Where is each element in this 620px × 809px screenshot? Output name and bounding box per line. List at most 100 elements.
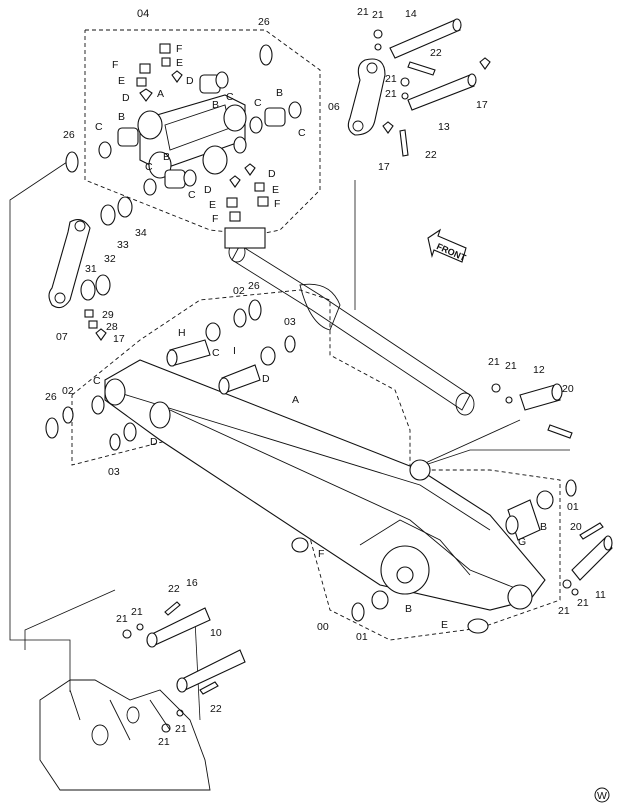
fitting-17-c <box>95 328 107 341</box>
nut-21-g <box>562 579 572 589</box>
label-21-h: 21 <box>577 597 589 609</box>
label-33: 33 <box>117 239 129 251</box>
o-ring-26-left <box>65 151 79 173</box>
boom-00 <box>104 359 546 611</box>
bolt-22-bottom-a <box>164 601 181 616</box>
label-03-upper: 03 <box>284 316 296 328</box>
washer-31 <box>80 279 96 301</box>
label-00: 00 <box>317 621 329 633</box>
label-01-right: 01 <box>567 501 579 513</box>
label-c-2: C <box>254 97 262 109</box>
arm-cylinder <box>228 241 475 416</box>
label-d-3: D <box>268 168 276 180</box>
label-21-k: 21 <box>158 736 170 748</box>
nut-21-l <box>176 709 184 717</box>
label-22-mid: 22 <box>425 149 437 161</box>
label-12: 12 <box>533 364 545 376</box>
label-11: 11 <box>595 589 606 601</box>
o-ring-26-top <box>259 44 273 66</box>
label-e-2: E <box>118 75 125 87</box>
pin-11 <box>571 535 613 581</box>
bushing-f <box>291 537 309 553</box>
label-i: I <box>233 345 236 357</box>
label-21-f: 21 <box>505 360 517 372</box>
label-28: 28 <box>106 321 118 333</box>
label-21-b: 21 <box>372 9 384 21</box>
nut-21-f <box>505 396 513 404</box>
label-26-left: 26 <box>63 129 75 141</box>
label-f-3: F <box>274 198 280 210</box>
label-17-c: 17 <box>113 333 125 345</box>
label-d-2: D <box>186 75 194 87</box>
label-17-b: 17 <box>378 161 390 173</box>
washer-32 <box>95 274 111 296</box>
fitting-17-a <box>479 57 491 70</box>
nut-21-e <box>491 383 501 393</box>
label-21-a: 21 <box>357 6 369 18</box>
nut-21-d <box>401 92 409 100</box>
label-01-bottom: 01 <box>356 631 368 643</box>
label-20-top: 20 <box>562 383 574 395</box>
label-29: 29 <box>102 309 114 321</box>
label-f-2: F <box>112 59 118 71</box>
label-20-bottom: 20 <box>570 521 582 533</box>
leader-line-bottom <box>24 589 116 650</box>
label-d-4: D <box>204 184 212 196</box>
bushing-b-bottom <box>371 590 389 610</box>
pin-16 <box>146 607 211 648</box>
washer-34 <box>117 196 133 218</box>
front-arrow: FRONT <box>427 228 468 263</box>
label-21-d: 21 <box>385 88 397 100</box>
label-b-5: B <box>540 521 547 533</box>
watermark-logo: W <box>594 787 610 803</box>
label-21-c: 21 <box>385 73 397 85</box>
pin-14 <box>389 18 462 59</box>
link-07 <box>48 219 91 309</box>
label-d-5: D <box>262 373 270 385</box>
label-b-4: B <box>163 151 170 163</box>
part-29 <box>84 309 94 318</box>
label-26-top: 26 <box>258 16 270 28</box>
label-c-6: C <box>188 189 196 201</box>
label-f-5: F <box>318 548 324 560</box>
label-c-5: C <box>145 161 153 173</box>
bushing-h <box>166 339 211 367</box>
label-e-5: E <box>441 619 448 631</box>
bolt-22-top <box>407 61 436 76</box>
label-b-1: B <box>212 99 219 111</box>
label-d-6: D <box>150 436 158 448</box>
label-c-4: C <box>95 121 103 133</box>
label-c-7: C <box>212 347 220 359</box>
label-a-2: A <box>292 394 299 406</box>
label-16: 16 <box>186 577 198 589</box>
label-17-a: 17 <box>476 99 488 111</box>
bracket-cylinder <box>224 227 266 249</box>
part-28 <box>88 320 98 329</box>
label-21-j: 21 <box>131 606 143 618</box>
label-a-1: A <box>157 88 164 100</box>
leader-line-12 <box>409 419 521 471</box>
label-26-boom: 26 <box>45 391 57 403</box>
bushing-b-right <box>536 490 554 510</box>
label-22-bottom-a: 22 <box>168 583 180 595</box>
bolt-22-mid <box>399 129 409 157</box>
nut-21-b <box>374 43 382 51</box>
label-07: 07 <box>56 331 68 343</box>
bolt-22-bottom-b <box>199 681 219 695</box>
callout-labels: 04 26 21 21 14 22 21 21 17 06 13 17 22 F… <box>45 6 606 748</box>
label-21-e: 21 <box>488 356 500 368</box>
label-10: 10 <box>210 627 222 639</box>
label-31: 31 <box>85 263 97 275</box>
nut-21-c <box>400 77 410 87</box>
bushing-g <box>505 499 541 541</box>
bushings-near-boom <box>45 299 296 451</box>
label-22-top: 22 <box>430 47 442 59</box>
label-c-1: C <box>226 91 234 103</box>
label-b-3: B <box>118 111 125 123</box>
boom-link-04 <box>137 94 247 179</box>
ring-01-bottom <box>351 602 365 622</box>
nut-21-i <box>122 629 132 639</box>
label-22-bottom-b: 22 <box>210 703 222 715</box>
label-02-upper: 02 <box>233 285 245 297</box>
